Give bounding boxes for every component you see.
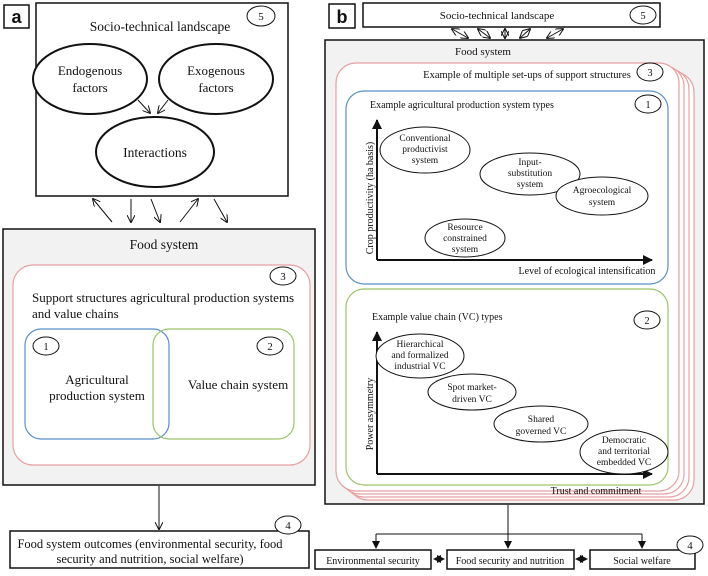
outcomes-number-badge-b	[676, 535, 704, 555]
conventional-productivist-ellipse	[379, 126, 471, 174]
hierarchical-vc-ellipse	[375, 333, 465, 379]
panel-b-label: b	[337, 7, 348, 27]
food-system-title-b: Food system	[455, 46, 511, 58]
spot-market-line1: Spot market-	[447, 383, 496, 393]
support-structures-line2: and value chains	[32, 306, 119, 321]
panel-a: a Socio-technical landscape 5 Endogenous…	[2, 2, 316, 569]
agri-production-box-a	[24, 328, 170, 440]
agri-number-badge-a	[32, 336, 60, 356]
hierarchical-line2: and formalized	[391, 350, 448, 361]
agri-y-axis-label: Crop productivity (ha basis)	[365, 142, 376, 254]
democratic-line1: Democratic	[602, 436, 646, 446]
landscape-box-b	[362, 2, 661, 28]
support-number-a: 3	[280, 271, 286, 283]
landscape-number-badge-a	[246, 5, 276, 27]
outcomes-box-a	[9, 530, 310, 569]
shared-governed-line2: governed VC	[516, 427, 567, 437]
democratic-line3: embedded VC	[597, 458, 651, 468]
outcomes-line1: Food system outcomes (environmental secu…	[17, 537, 283, 551]
input-substitution-line1: Input-	[518, 158, 541, 168]
outcomes-line2: security and nutrition, social welfare)	[56, 552, 243, 566]
agroecological-line1: Agroecological	[573, 186, 632, 196]
outcomes-connectors-b	[372, 505, 646, 563]
value-chain-box-a	[152, 328, 295, 440]
conventional-line2: productivist	[402, 145, 448, 155]
outcomes-number-a: 4	[285, 520, 291, 532]
interactions-label: Interactions	[123, 145, 187, 160]
spot-market-line2: driven VC	[452, 395, 492, 405]
spot-market-vc-ellipse	[427, 373, 517, 411]
agri-x-axis-label: Level of ecological intensification	[519, 266, 656, 277]
hierarchical-line3: industrial VC	[394, 362, 445, 372]
input-substitution-line2: substitution	[508, 169, 553, 179]
resource-constrained-ellipse	[424, 218, 506, 258]
environmental-security-box	[314, 549, 432, 570]
vc-types-number: 2	[644, 316, 649, 327]
endogenous-factors-line1: Endogenous	[58, 63, 122, 78]
outcomes-number-badge-a	[274, 515, 302, 535]
vc-types-number-badge	[633, 310, 661, 330]
panel-b-label-box	[328, 3, 356, 29]
landscape-food-arrows-a	[93, 199, 227, 222]
multiple-setups-number: 3	[647, 68, 652, 79]
food-security-label: Food security and nutrition	[456, 556, 565, 567]
landscape-number-a: 5	[258, 11, 264, 23]
input-substitution-line3: system	[517, 180, 544, 190]
vc-number-badge-a	[256, 336, 284, 356]
agri-types-number-badge	[634, 94, 662, 114]
social-welfare-box	[589, 549, 696, 570]
landscape-title-b: Socio-technical landscape	[440, 10, 555, 22]
exogenous-factors-line2: factors	[198, 80, 233, 95]
agri-production-line2: production system	[49, 388, 145, 403]
environmental-security-label: Environmental security	[326, 556, 420, 567]
agroecological-line2: system	[589, 198, 616, 208]
democratic-line2: and territorial	[598, 447, 650, 457]
food-system-title-a: Food system	[130, 237, 199, 252]
agri-types-title: Example agricultural production system t…	[370, 100, 554, 111]
shared-governed-line1: Shared	[528, 415, 555, 425]
endogenous-factors-line2: factors	[72, 80, 107, 95]
vc-types-title: Example value chain (VC) types	[372, 312, 503, 323]
agri-types-number: 1	[645, 100, 650, 111]
agri-production-line1: Agricultural	[65, 372, 129, 387]
resource-line1: Resource	[447, 223, 482, 233]
exogenous-factors-ellipse	[158, 43, 274, 115]
democratic-vc-ellipse	[579, 429, 669, 475]
panel-b: b Socio-technical landscape 5 Food syste…	[314, 2, 705, 570]
agroecological-ellipse	[555, 176, 649, 216]
resource-line3: system	[452, 245, 479, 255]
exogenous-arrow	[158, 99, 169, 113]
support-structures-box-a	[12, 264, 311, 466]
endogenous-factors-ellipse	[32, 43, 148, 115]
conventional-line1: Conventional	[399, 134, 451, 144]
outcomes-number-b: 4	[687, 541, 693, 552]
vc-number-a: 2	[267, 341, 273, 353]
value-chain-label-a: Value chain system	[188, 377, 288, 392]
agri-number-a: 1	[43, 341, 49, 353]
social-welfare-label: Social welfare	[613, 556, 671, 567]
panel-a-label: a	[11, 7, 22, 27]
multiple-setups-title: Example of multiple set-ups of support s…	[423, 70, 631, 81]
shared-governed-vc-ellipse	[493, 405, 589, 443]
interactions-ellipse	[95, 116, 215, 188]
landscape-title-a: Socio-technical landscape	[90, 19, 231, 34]
endogenous-arrow	[137, 99, 150, 113]
landscape-number-badge-b	[629, 5, 657, 25]
vc-x-axis-label: Trust and commitment	[551, 486, 642, 497]
multiple-setups-number-badge	[636, 62, 664, 82]
food-security-box	[446, 549, 575, 570]
exogenous-factors-line1: Exogenous	[187, 63, 245, 78]
panel-a-label-box	[3, 4, 30, 29]
input-substitution-ellipse	[479, 152, 581, 196]
conventional-line3: system	[412, 156, 439, 166]
support-structures-line1: Support structures agricultural producti…	[32, 290, 294, 305]
hierarchical-line1: Hierarchical	[397, 340, 444, 350]
resource-line2: constrained	[443, 234, 487, 244]
support-number-badge-a	[269, 266, 297, 286]
vc-y-axis-label: Power asymmetry	[365, 378, 376, 451]
landscape-number-b: 5	[640, 11, 645, 22]
landscape-food-arrows-b	[452, 29, 563, 38]
